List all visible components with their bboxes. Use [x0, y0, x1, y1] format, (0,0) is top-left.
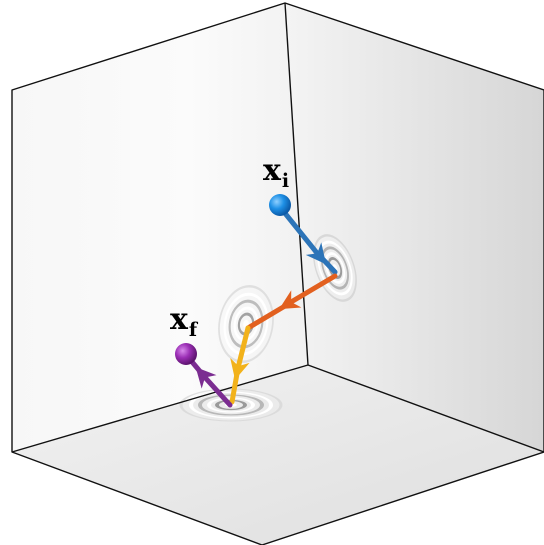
segment-2-arrow	[279, 273, 338, 310]
final-point-label: xf	[170, 302, 197, 341]
initial-label-sub: i	[281, 170, 290, 192]
segment-1-tail	[315, 251, 338, 275]
segment-3-tail	[229, 365, 241, 405]
cube-edges	[11, 2, 544, 545]
segment-2-tail	[245, 300, 293, 331]
final-label-main: x	[170, 302, 188, 337]
segment-1-arrow	[277, 204, 327, 265]
segment-3-arrow	[230, 325, 251, 380]
initial-label-main: x	[263, 153, 281, 188]
right-wall	[285, 3, 544, 452]
initial-point-label: xi	[263, 153, 289, 192]
floor	[12, 365, 544, 545]
segment-4-arrow	[195, 367, 233, 408]
initial-point	[269, 194, 291, 216]
final-label-sub: f	[188, 319, 198, 341]
final-point	[175, 343, 197, 365]
